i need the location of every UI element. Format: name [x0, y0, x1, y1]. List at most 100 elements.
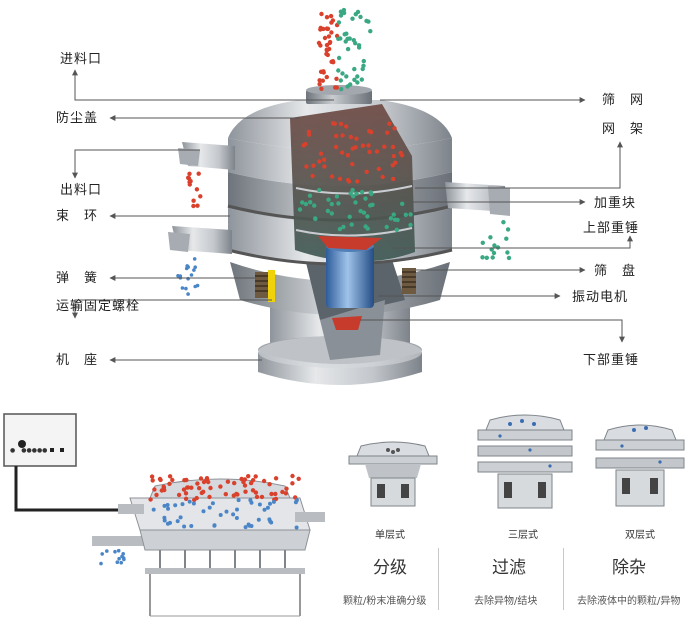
- particle-dot: [327, 39, 333, 45]
- particle-dot: [261, 478, 267, 484]
- particle-dot: [332, 121, 337, 126]
- particle-dot: [353, 200, 358, 205]
- variant-double-title: 除杂: [612, 558, 646, 578]
- divider-1: [438, 548, 439, 610]
- particle-dot: [259, 494, 265, 500]
- particle-dot: [262, 507, 267, 512]
- particle-dot: [353, 12, 358, 17]
- particle-dot: [334, 194, 340, 199]
- side-view-diagram: [3, 413, 325, 617]
- particle-dot: [201, 489, 206, 494]
- outlet-upper-left: [178, 142, 235, 170]
- particle-dot: [355, 74, 360, 79]
- particle-dot: [152, 487, 157, 492]
- particle-dot: [300, 200, 305, 205]
- particle-dot: [484, 255, 489, 260]
- particle-dot: [361, 63, 366, 68]
- particle-dot: [354, 191, 359, 196]
- label-screen-tray: 筛 盘: [594, 264, 637, 279]
- particle-dot: [119, 560, 123, 565]
- particle-dot: [363, 196, 368, 201]
- particle-dot: [186, 276, 190, 281]
- particle-dot: [223, 492, 228, 497]
- particle-dot: [345, 36, 350, 41]
- variant-single-deck-image: [348, 441, 438, 507]
- particle-dot: [303, 201, 309, 207]
- particle-dot: [231, 512, 236, 517]
- particle-dot: [312, 203, 317, 208]
- particle-dot: [149, 474, 155, 479]
- particle-dot: [256, 517, 261, 522]
- particle-dot: [165, 503, 170, 507]
- particle-dot: [358, 14, 363, 20]
- particle-dot: [148, 497, 153, 502]
- particle-dot: [246, 474, 251, 479]
- particle-dot: [162, 503, 167, 508]
- label-motor: 振动电机: [572, 290, 629, 305]
- particle-dot: [361, 58, 366, 64]
- control-box: [3, 413, 120, 512]
- particle-dot: [368, 190, 373, 195]
- particle-dot: [290, 481, 295, 486]
- spring-left: [255, 272, 269, 298]
- particle-dot: [242, 477, 248, 482]
- variant-single-title: 分级: [373, 558, 407, 578]
- particle-dot: [196, 171, 201, 176]
- particle-dot: [218, 484, 223, 489]
- particle-dot: [329, 30, 334, 35]
- particle-dot: [317, 187, 322, 193]
- particle-dot: [192, 268, 196, 272]
- particle-dot: [334, 133, 339, 139]
- particle-dot: [325, 26, 330, 32]
- particle-dot: [195, 481, 200, 486]
- particle-dot: [183, 491, 189, 496]
- label-spring: 弹 簧: [56, 271, 99, 286]
- particle-dot: [195, 203, 200, 208]
- variant-triple-deck-image: [477, 414, 573, 509]
- particle-dot: [191, 198, 196, 203]
- side-view-particles: [99, 473, 301, 566]
- particle-dot: [99, 561, 103, 566]
- particle-dot: [328, 13, 334, 19]
- label-transport-bolt: 运输固定螺栓: [56, 299, 141, 314]
- particle-dot: [491, 250, 497, 256]
- particle-dot: [330, 59, 336, 64]
- particle-dot: [408, 222, 413, 228]
- spring-right: [402, 268, 416, 294]
- particle-dot: [193, 265, 197, 270]
- particle-dot: [296, 476, 301, 481]
- particle-dot: [273, 496, 279, 502]
- particle-dot: [310, 173, 315, 179]
- particle-dot: [267, 482, 272, 487]
- particle-dot: [121, 552, 125, 556]
- particle-dot: [390, 163, 395, 168]
- particle-dot: [326, 197, 331, 202]
- divider-2: [563, 548, 564, 610]
- particle-dot: [212, 523, 217, 528]
- particle-dot: [338, 13, 344, 18]
- particle-dot: [385, 130, 390, 135]
- particle-dot: [324, 15, 330, 20]
- particle-dot: [390, 144, 396, 150]
- particle-dot: [345, 153, 351, 158]
- particle-dot: [243, 525, 248, 530]
- particle-dot: [408, 212, 413, 217]
- particle-dot: [218, 513, 223, 517]
- particle-dot: [370, 202, 375, 207]
- particle-dot: [115, 560, 120, 564]
- particle-dot: [365, 214, 370, 219]
- particle-dot: [321, 69, 326, 74]
- particle-dot: [283, 491, 289, 496]
- particle-dot: [387, 121, 392, 126]
- particle-dot: [239, 476, 244, 482]
- particle-dot: [198, 476, 204, 481]
- particle-dot: [113, 549, 117, 554]
- particle-dot: [359, 77, 364, 82]
- particle-dot: [210, 501, 215, 506]
- particle-dot: [322, 164, 327, 169]
- particle-dot: [336, 201, 341, 206]
- particle-dot: [361, 210, 367, 215]
- particle-dot: [337, 226, 343, 232]
- label-screen-mesh: 筛 网: [602, 93, 645, 108]
- particle-dot: [505, 227, 511, 232]
